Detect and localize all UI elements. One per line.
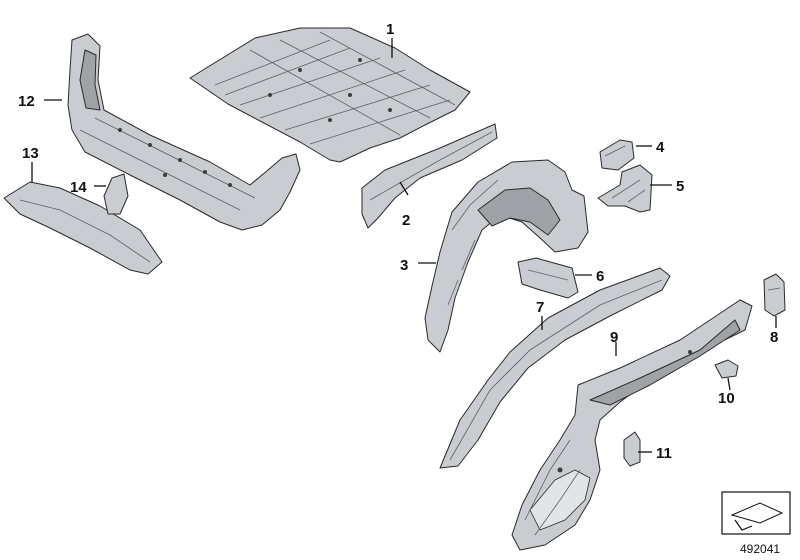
callout-14: 14: [70, 179, 87, 196]
leader-lines: [31, 38, 777, 453]
callout-1: 1: [386, 21, 394, 38]
callout-8: 8: [770, 329, 778, 346]
callout-12: 12: [18, 93, 35, 110]
callout-10: 10: [718, 390, 735, 407]
callout-11: 11: [656, 445, 672, 462]
part-6-bracket[interactable]: [517, 257, 579, 299]
part-7-side-member[interactable]: [439, 267, 671, 469]
part-14-bracket[interactable]: [103, 173, 129, 215]
part-10-clip[interactable]: [714, 359, 739, 379]
part-13-reinforcement[interactable]: [3, 181, 163, 275]
callouts: 1 2 3 4 5 6 7 8 9 10 11 12 13 14: [18, 21, 778, 462]
callout-13: 13: [22, 145, 39, 162]
part-2-rail[interactable]: [361, 123, 498, 229]
part-9-longitudinal-member[interactable]: [511, 299, 753, 551]
callout-5: 5: [676, 178, 684, 195]
callout-2: 2: [402, 212, 410, 229]
callout-7: 7: [536, 299, 544, 316]
part-5-bracket[interactable]: [597, 164, 653, 213]
part-12-cross-member[interactable]: [67, 33, 301, 231]
part-4-bracket[interactable]: [599, 139, 635, 171]
callout-9: 9: [610, 329, 618, 346]
part-8-bracket[interactable]: [763, 273, 786, 317]
part-11-bracket[interactable]: [623, 431, 641, 467]
callout-6: 6: [596, 268, 604, 285]
callout-4: 4: [656, 139, 665, 156]
part-1-floor-panel[interactable]: [189, 27, 471, 163]
part-3-wheel-arch[interactable]: [424, 159, 589, 353]
diagram-id: 492041: [740, 542, 780, 556]
arrow-badge-icon: [721, 491, 791, 535]
callout-3: 3: [400, 257, 408, 274]
